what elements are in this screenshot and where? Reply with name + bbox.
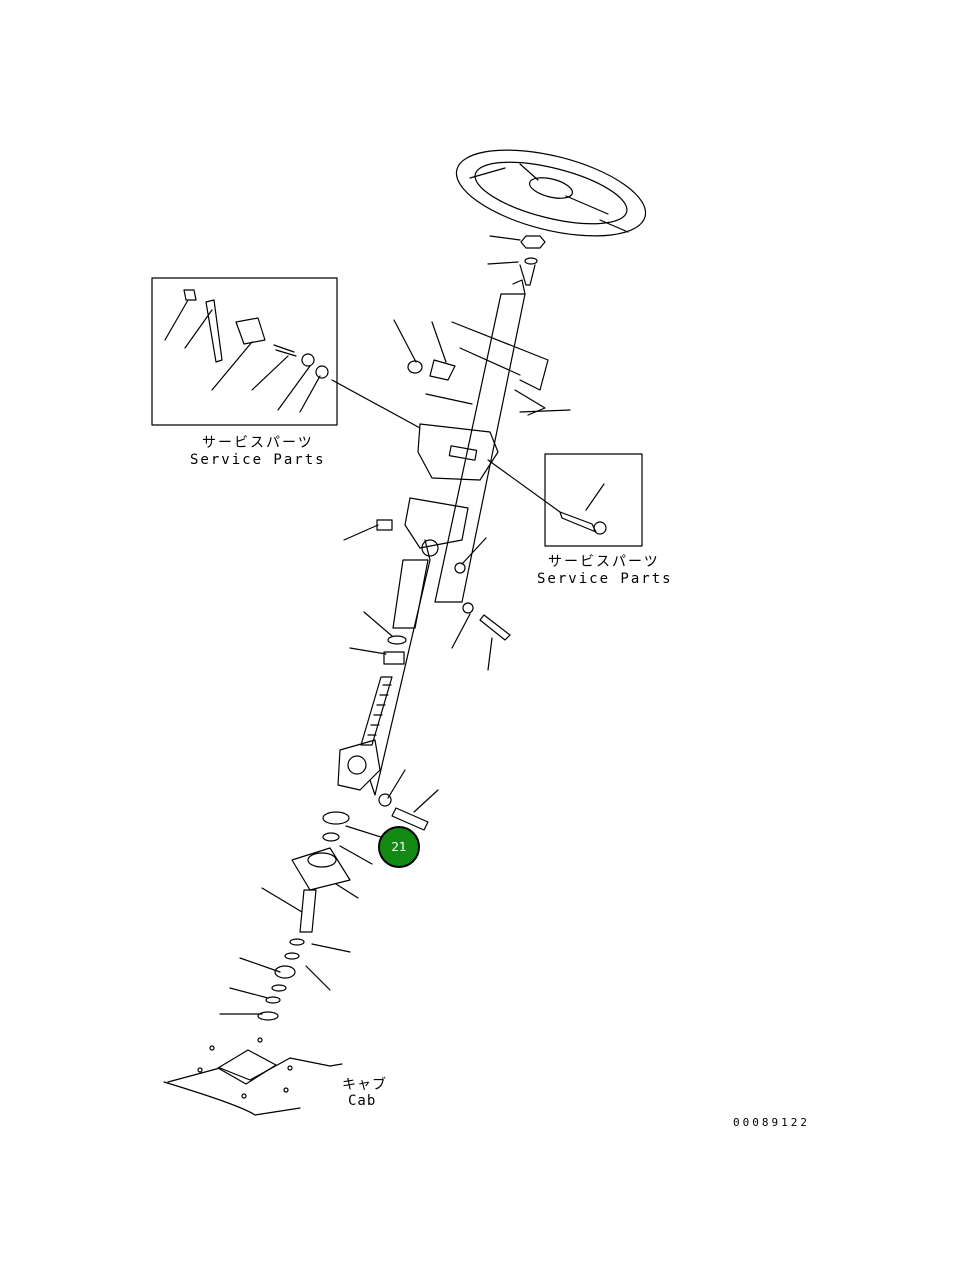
service-parts-box-1 bbox=[151, 277, 421, 429]
leader-lines bbox=[219, 235, 571, 1015]
cab-label-jp: キャブ bbox=[342, 1077, 387, 1093]
service-parts-box-2 bbox=[487, 453, 643, 547]
tilt-bracket bbox=[404, 423, 499, 557]
service-parts-label-en: Service Parts bbox=[537, 571, 673, 587]
cab-floor bbox=[163, 1037, 343, 1116]
lower-pinion-parts bbox=[257, 889, 317, 1021]
steering-nut bbox=[519, 235, 546, 286]
steering-wheel bbox=[455, 149, 647, 237]
part-callout-21[interactable]: 21 bbox=[378, 826, 420, 868]
drawing-number: 00089122 bbox=[733, 1116, 810, 1129]
service-parts-label-en: Service Parts bbox=[190, 452, 326, 468]
universal-joint bbox=[337, 739, 381, 791]
spline-shaft bbox=[360, 676, 393, 746]
service-parts-label-jp: サービスパーツ bbox=[548, 554, 660, 570]
side-fasteners bbox=[376, 359, 511, 831]
cab-label-en: Cab bbox=[348, 1093, 377, 1109]
lower-bearing bbox=[291, 811, 351, 891]
lower-shaft bbox=[369, 539, 431, 796]
service-parts-label-jp: サービスパーツ bbox=[202, 435, 314, 451]
upper-column bbox=[434, 279, 549, 603]
